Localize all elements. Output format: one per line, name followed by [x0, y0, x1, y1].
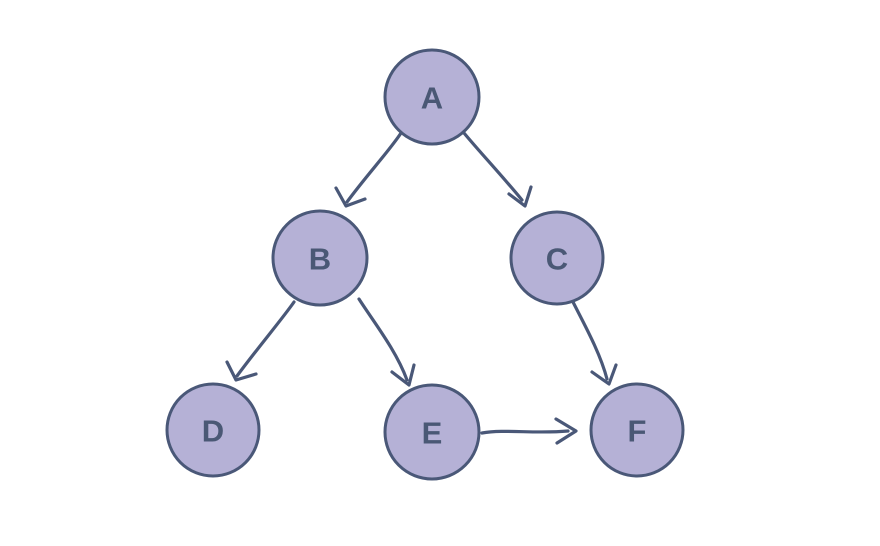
edge-b-to-d[interactable]	[225, 300, 296, 382]
node-label: D	[202, 414, 224, 449]
node-shape	[165, 382, 261, 478]
edge-e-to-f[interactable]	[480, 417, 578, 445]
edge-a-to-b[interactable]	[334, 131, 403, 208]
edge-b-to-e[interactable]	[357, 297, 416, 387]
edge-line	[570, 298, 609, 381]
node-a[interactable]: A	[383, 48, 481, 146]
arrowhead-icon	[390, 363, 416, 387]
node-label: F	[628, 414, 647, 449]
node-f[interactable]: F	[589, 382, 685, 478]
node-shape	[509, 210, 605, 306]
node-e[interactable]: E	[383, 383, 481, 481]
node-b[interactable]: B	[271, 209, 369, 307]
node-d[interactable]: D	[165, 382, 261, 478]
edge-line	[235, 300, 296, 378]
arrowhead-icon	[554, 417, 578, 445]
node-label: B	[309, 242, 331, 277]
edge-line	[480, 429, 570, 435]
node-c[interactable]: C	[509, 210, 605, 306]
arrowhead-icon	[507, 185, 533, 208]
arrowhead-icon	[225, 360, 258, 382]
nodes-layer: A B C D E F	[165, 48, 685, 481]
edge-line	[357, 297, 409, 382]
edges-layer	[225, 131, 618, 445]
node-label: C	[546, 242, 568, 277]
edge-a-to-c[interactable]	[462, 131, 533, 208]
node-shape	[271, 209, 369, 307]
node-shape	[383, 48, 481, 146]
arrowhead-icon	[334, 186, 367, 208]
edge-line	[345, 131, 403, 204]
edge-line	[462, 131, 524, 202]
node-shape	[383, 383, 481, 481]
edge-c-to-f[interactable]	[570, 298, 618, 386]
node-shape	[589, 382, 685, 478]
node-label: A	[421, 81, 443, 116]
node-label: E	[422, 416, 443, 451]
arrowhead-icon	[590, 363, 618, 386]
